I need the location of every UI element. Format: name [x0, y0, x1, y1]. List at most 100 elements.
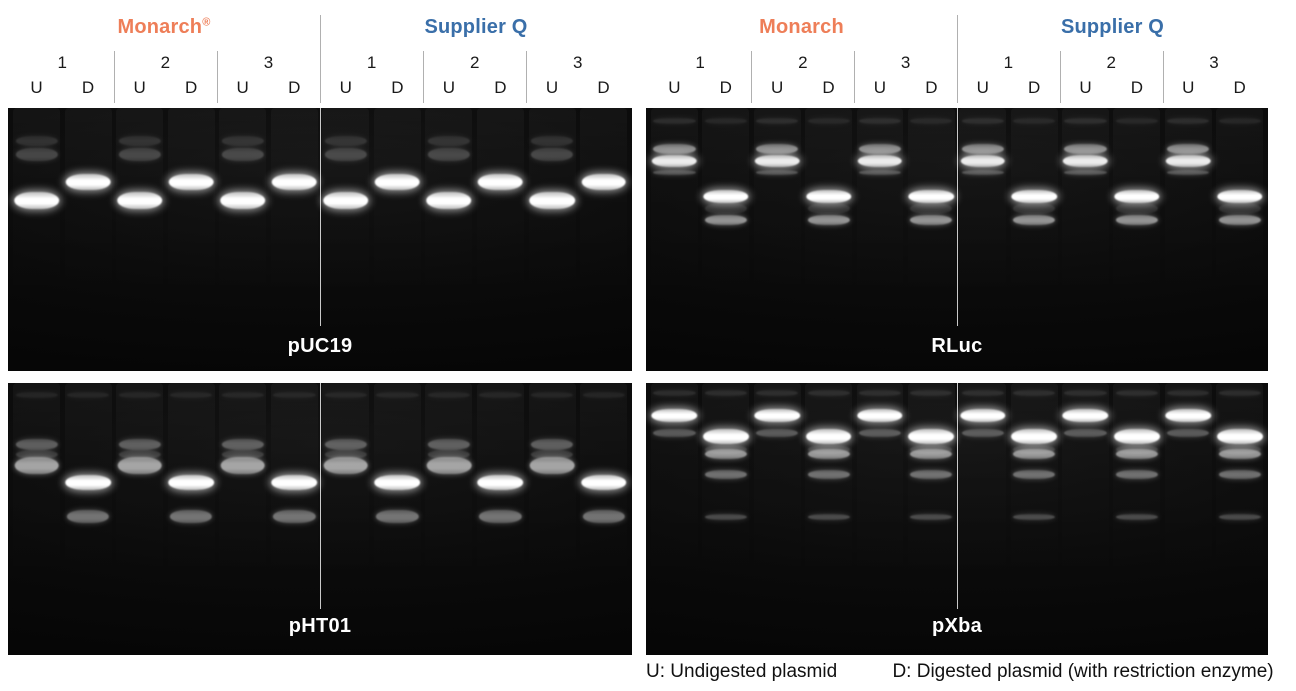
gel-band	[427, 148, 471, 161]
gel-band	[756, 118, 799, 124]
gel-lane	[753, 108, 801, 371]
gel-band	[807, 449, 850, 459]
gel-band	[807, 470, 850, 479]
gel-band	[910, 514, 953, 520]
gel-lane	[528, 108, 576, 371]
lane-type-label: D	[288, 78, 301, 97]
lane-type-label: U	[668, 78, 681, 97]
gel-band	[530, 148, 574, 161]
gel-lane	[64, 108, 112, 371]
gel-lane	[959, 383, 1007, 655]
gel-band	[427, 439, 471, 450]
gel-band	[273, 510, 316, 523]
gel-band	[221, 148, 264, 161]
gel-lane	[13, 108, 60, 371]
gel-label: pHT01	[288, 615, 352, 637]
gel-band	[910, 203, 953, 214]
gel-lane	[650, 108, 698, 371]
gel-band	[704, 215, 747, 225]
gel-lane	[856, 108, 904, 371]
gel-band	[530, 392, 574, 398]
gel-lane	[64, 383, 112, 655]
replicate-separator	[423, 51, 425, 103]
gel-band	[118, 392, 161, 398]
gel-band	[427, 450, 471, 459]
gel-lane	[116, 108, 164, 371]
gel-band	[1167, 144, 1210, 154]
replicate-number: 2	[469, 53, 480, 72]
gel-band	[910, 470, 953, 479]
lane-type-label: U	[873, 78, 887, 97]
replicate-separator	[1162, 51, 1164, 103]
gel-lane	[1010, 383, 1058, 655]
lane-type-label: D	[1027, 78, 1041, 97]
gel-band	[910, 390, 953, 396]
gel-band	[754, 409, 800, 422]
registered-mark: ®	[202, 16, 211, 29]
replicate-number: 1	[57, 53, 67, 72]
gel-lane	[373, 108, 421, 371]
gel-band	[221, 439, 264, 450]
gel-band	[1113, 429, 1160, 444]
gel-band	[219, 192, 266, 209]
gel-band	[1013, 203, 1056, 214]
lane-type-label: D	[185, 78, 198, 97]
gel-band	[324, 450, 367, 459]
gel-band	[961, 429, 1004, 437]
gel-lane	[528, 383, 576, 655]
gel-band	[857, 409, 903, 422]
gel-band	[427, 136, 471, 146]
gel-band	[858, 144, 902, 154]
gel-band	[858, 170, 902, 175]
gel-band	[1011, 429, 1058, 444]
gel-lane	[1113, 108, 1161, 371]
gel-band	[1011, 190, 1057, 203]
gel-band	[704, 203, 747, 214]
gel-band	[807, 390, 850, 396]
gel-lane	[1216, 108, 1264, 371]
lane-type-label: D	[822, 78, 835, 97]
gel-lane	[650, 383, 698, 655]
replicate-number: 1	[1003, 53, 1014, 72]
lane-type-label: D	[1233, 78, 1246, 97]
gel-band	[582, 392, 625, 398]
gel-band	[1064, 170, 1107, 175]
gel-band	[169, 392, 213, 398]
gel-lane	[13, 383, 60, 655]
gel-band	[375, 174, 420, 190]
gel-band	[704, 118, 747, 124]
gel-band	[1013, 470, 1056, 479]
replicate-number: 3	[263, 53, 274, 72]
gel-band	[1115, 390, 1158, 396]
gel-band	[908, 190, 955, 203]
gel-band	[65, 475, 111, 490]
gel-band	[910, 449, 953, 459]
gel-band	[1013, 449, 1056, 459]
gel-panel-pht01: pHT01	[8, 383, 632, 655]
gel-panel-pxba: pXba	[646, 383, 1268, 655]
gel-band	[704, 470, 747, 479]
gel-band	[168, 174, 214, 190]
gel-band	[478, 174, 523, 190]
lane-type-label: U	[771, 78, 784, 97]
gel-band	[15, 439, 58, 450]
gel-band	[530, 439, 574, 450]
gel-lane	[219, 108, 267, 371]
gel-band	[653, 170, 696, 175]
lane-type-label: D	[597, 78, 610, 97]
gel-band	[652, 155, 697, 167]
gel-band	[1063, 155, 1108, 167]
replicate-number: 2	[798, 53, 808, 72]
gel-band	[1062, 409, 1109, 422]
gel-band	[582, 510, 625, 523]
gel-center-divider	[957, 108, 958, 327]
gel-band	[66, 510, 110, 523]
gel-band	[653, 118, 696, 124]
gel-lane	[1062, 108, 1109, 371]
gel-band	[1115, 203, 1158, 214]
gel-band	[1218, 215, 1261, 225]
gel-lane	[373, 383, 421, 655]
gel-label: RLuc	[931, 335, 983, 357]
gel-band	[959, 409, 1006, 422]
